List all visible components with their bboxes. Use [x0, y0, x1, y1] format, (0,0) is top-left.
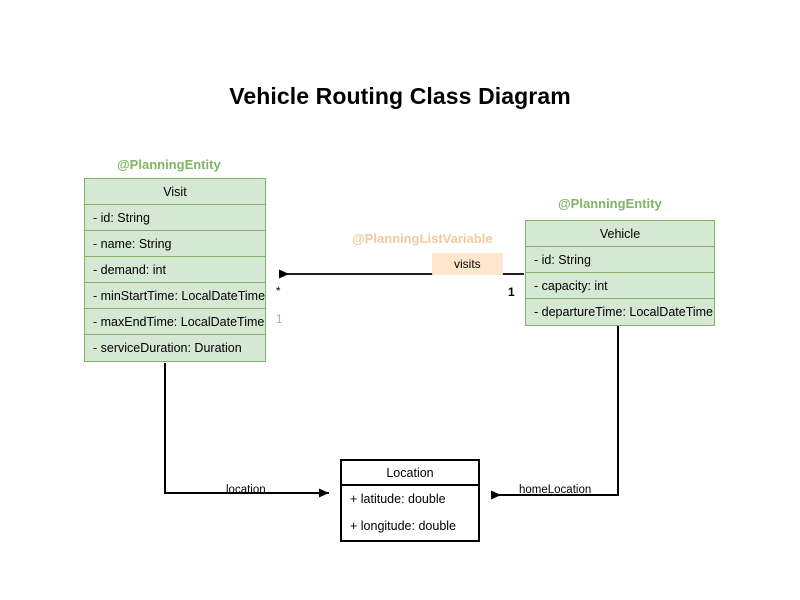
edge-label-visits: visits [432, 253, 503, 275]
class-attribute: - name: String [85, 231, 265, 257]
multiplicity-visit-side: * [276, 286, 281, 298]
stereotype-visit: @PlanningEntity [117, 157, 221, 172]
class-attribute: - capacity: int [526, 273, 714, 299]
class-attribute: - serviceDuration: Duration [93, 341, 242, 355]
edge-visit-location [164, 363, 329, 498]
class-box-visit[interactable]: Visit - id: String - name: String - dema… [84, 178, 266, 362]
class-attribute: - demand: int [85, 257, 265, 283]
edge-label-home-location: homeLocation [519, 484, 592, 496]
edge-label-location: location [226, 484, 266, 496]
class-attribute: - id: String [526, 247, 714, 273]
class-name-location: Location [342, 461, 478, 486]
page-title: Vehicle Routing Class Diagram [229, 83, 571, 109]
class-box-location[interactable]: Location + latitude: double + longitude:… [340, 459, 480, 542]
class-attribute: + latitude: double [350, 492, 446, 506]
class-attribute: - maxEndTime: LocalDateTime [85, 309, 265, 335]
class-attribute: + longitude: double [350, 519, 456, 533]
class-attribute: - minStartTime: LocalDateTime [85, 283, 265, 309]
stereotype-vehicle: @PlanningEntity [558, 196, 662, 211]
class-box-vehicle[interactable]: Vehicle - id: String - capacity: int - d… [525, 220, 715, 326]
class-attribute: - id: String [85, 205, 265, 231]
multiplicity-secondary: 1 [276, 314, 283, 326]
stereotype-planning-list-variable: @PlanningListVariable [352, 231, 493, 246]
class-attribute: - departureTime: LocalDateTime [534, 305, 714, 319]
multiplicity-vehicle-side: 1 [508, 285, 515, 299]
edge-vehicle-homelocation [491, 323, 619, 500]
class-name-visit: Visit [85, 179, 265, 205]
class-name-vehicle: Vehicle [526, 221, 714, 247]
